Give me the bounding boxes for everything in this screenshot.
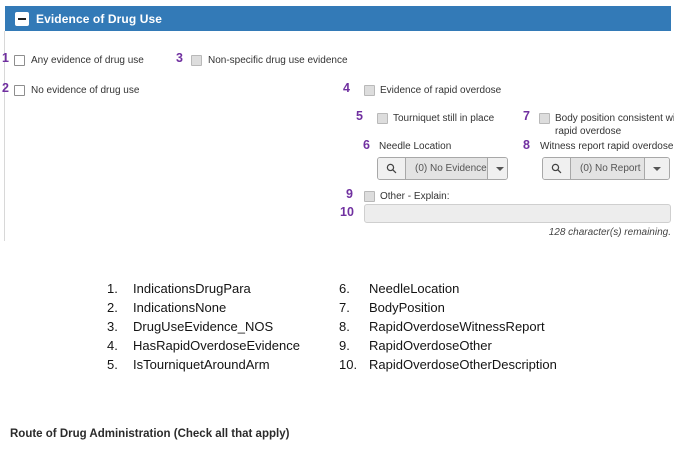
checkbox-any-evidence[interactable]: [14, 55, 25, 66]
label-any-evidence: Any evidence of drug use: [31, 55, 144, 66]
label-other: Other - Explain:: [380, 191, 450, 202]
legend-name: RapidOverdoseWitnessReport: [369, 319, 545, 334]
field-number-6: 6: [363, 138, 370, 152]
legend-number: 6.: [339, 281, 350, 296]
label-tourniquet: Tourniquet still in place: [393, 113, 495, 124]
evidence-panel-body: [4, 31, 673, 241]
needle-location-search-button[interactable]: [378, 158, 406, 179]
checkbox-other[interactable]: [364, 191, 375, 202]
next-section-title: Route of Drug Administration (Check all …: [10, 428, 290, 440]
legend-number: 4.: [107, 338, 118, 353]
legend-name: BodyPosition: [369, 300, 445, 315]
legend-number: 3.: [107, 319, 118, 334]
checkbox-tourniquet[interactable]: [377, 113, 388, 124]
legend-name: RapidOverdoseOther: [369, 338, 492, 353]
needle-location-dropdown[interactable]: (0) No Evidence: [377, 157, 508, 180]
legend-number: 5.: [107, 357, 118, 372]
legend-number: 8.: [339, 319, 350, 334]
field-number-3: 3: [176, 51, 183, 65]
legend-number: 1.: [107, 281, 118, 296]
checkbox-no-evidence[interactable]: [14, 85, 25, 96]
label-rapid-overdose: Evidence of rapid overdose: [380, 85, 502, 96]
other-description-input[interactable]: [364, 204, 671, 223]
checkbox-body-position[interactable]: [539, 113, 550, 124]
legend-item: 8. RapidOverdoseWitnessReport: [339, 319, 557, 338]
legend-number: 9.: [339, 338, 350, 353]
witness-report-caret-button[interactable]: [645, 158, 669, 179]
label-body-position: Body position consistent with rapid over…: [555, 113, 674, 137]
witness-report-search-button[interactable]: [543, 158, 571, 179]
minus-icon: [18, 17, 26, 20]
label-needle-location: Needle Location: [379, 141, 452, 152]
characters-remaining: 128 character(s) remaining.: [548, 227, 671, 238]
needle-location-value: (0) No Evidence: [406, 158, 488, 179]
legend-number: 2.: [107, 300, 118, 315]
checkbox-nos-evidence[interactable]: [191, 55, 202, 66]
legend-item: 3. DrugUseEvidence_NOS: [107, 319, 300, 338]
field-number-1: 1: [2, 51, 9, 65]
collapse-button[interactable]: [15, 11, 29, 26]
legend-item: 4. HasRapidOverdoseEvidence: [107, 338, 300, 357]
search-icon: [551, 163, 562, 174]
legend-name: HasRapidOverdoseEvidence: [133, 338, 300, 353]
chevron-down-icon: [495, 166, 504, 171]
checkbox-rapid-overdose[interactable]: [364, 85, 375, 96]
field-number-9: 9: [346, 187, 353, 201]
search-icon: [386, 163, 397, 174]
evidence-panel-header: Evidence of Drug Use: [5, 6, 671, 31]
needle-location-caret-button[interactable]: [487, 158, 507, 179]
label-witness-report: Witness report rapid overdose: [540, 141, 674, 152]
legend-name: RapidOverdoseOtherDescription: [369, 357, 557, 372]
legend-name: NeedleLocation: [369, 281, 460, 296]
legend-item: 7. BodyPosition: [339, 300, 557, 319]
legend-name: IsTourniquetAroundArm: [133, 357, 270, 372]
field-number-7: 7: [523, 109, 530, 123]
legend-name: IndicationsDrugPara: [133, 281, 251, 296]
legend-number: 10.: [339, 357, 358, 372]
legend-name: IndicationsNone: [133, 300, 227, 315]
legend-item: 6. NeedleLocation: [339, 281, 557, 300]
legend-item: 5. IsTourniquetAroundArm: [107, 357, 300, 376]
legend-item: 10. RapidOverdoseOtherDescription: [339, 357, 557, 376]
legend-item: 9. RapidOverdoseOther: [339, 338, 557, 357]
label-no-evidence: No evidence of drug use: [31, 85, 140, 96]
legend-left-column: 1. IndicationsDrugPara 2. IndicationsNon…: [107, 281, 300, 376]
witness-report-value: (0) No Report: [571, 158, 645, 179]
legend-item: 2. IndicationsNone: [107, 300, 300, 319]
field-number-2: 2: [2, 81, 9, 95]
legend-name: DrugUseEvidence_NOS: [133, 319, 274, 334]
label-nos-evidence: Non-specific drug use evidence: [208, 55, 348, 66]
chevron-down-icon: [653, 166, 661, 171]
panel-title: Evidence of Drug Use: [36, 11, 163, 26]
legend-item: 1. IndicationsDrugPara: [107, 281, 300, 300]
witness-report-dropdown[interactable]: (0) No Report: [542, 157, 670, 180]
field-number-4: 4: [343, 81, 350, 95]
field-number-5: 5: [356, 109, 363, 123]
field-number-10: 10: [340, 205, 354, 219]
legend-number: 7.: [339, 300, 350, 315]
legend-right-column: 6. NeedleLocation 7. BodyPosition 8. Rap…: [339, 281, 557, 376]
field-number-8: 8: [523, 138, 530, 152]
